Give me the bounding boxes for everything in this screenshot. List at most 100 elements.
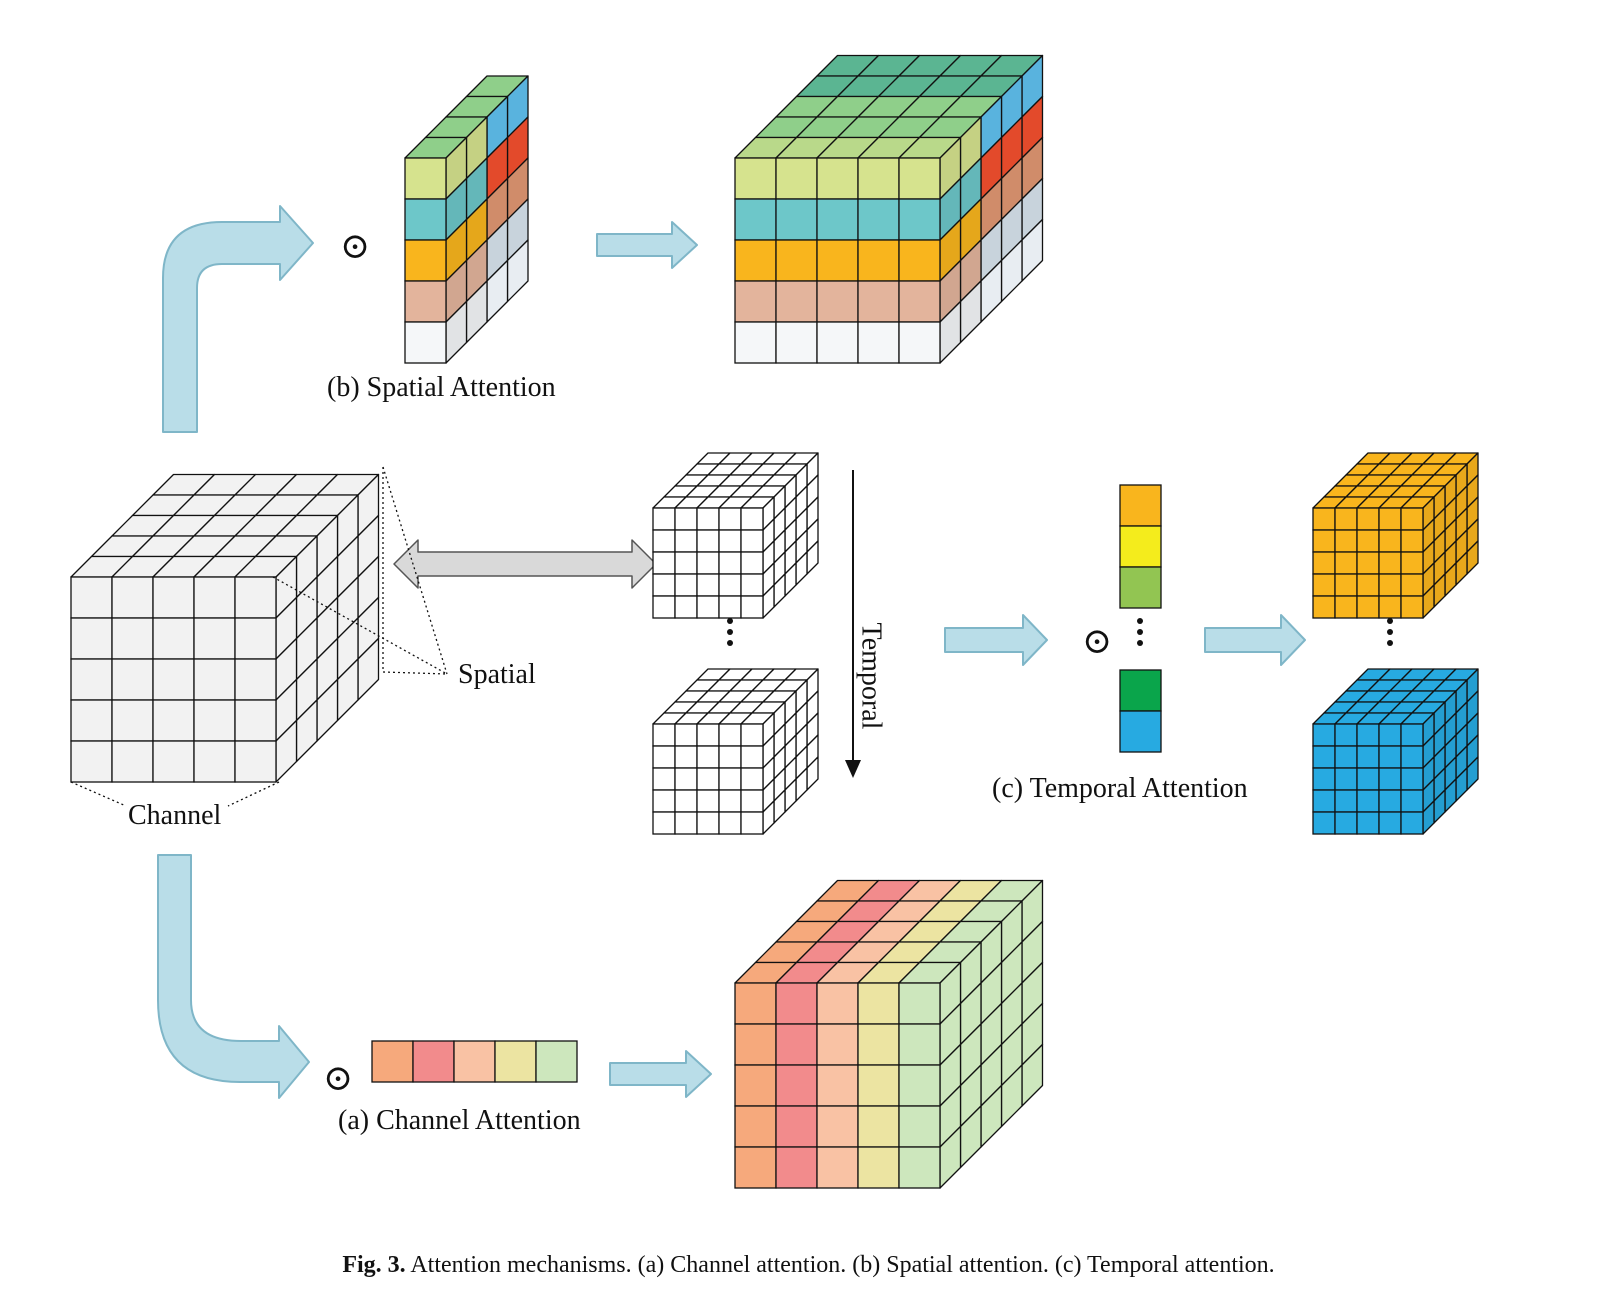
front-cell: [111, 658, 154, 701]
front-cell: [1334, 573, 1358, 597]
ellipsis-dot: [1387, 640, 1393, 646]
annotations: [70, 466, 1393, 807]
front-cell: [740, 789, 764, 813]
front-cell: [740, 507, 764, 531]
spatial-output-cube: [734, 54, 1044, 364]
front-cell: [775, 239, 818, 282]
ellipsis-dot: [1137, 629, 1143, 635]
dashed-leader: [382, 671, 448, 675]
front-cell: [111, 576, 154, 619]
front-cell: [1400, 529, 1424, 553]
front-cell: [111, 740, 154, 783]
front-cell: [1356, 811, 1380, 835]
odot-temporal: ⊙: [1082, 621, 1113, 661]
front-cell: [1378, 767, 1402, 791]
front-cell: [816, 239, 859, 282]
front-cell: [734, 1064, 777, 1107]
dashed-leader: [382, 466, 448, 675]
front-cell: [740, 723, 764, 747]
front-cell: [1378, 595, 1402, 619]
front-cell: [734, 157, 777, 200]
front-cell: [1334, 745, 1358, 769]
front-cell: [740, 767, 764, 791]
front-cell: [1356, 573, 1380, 597]
front-cell: [898, 239, 941, 282]
spatial-attention-map: [404, 75, 529, 364]
vector-cell: [1119, 710, 1162, 753]
front-cell: [775, 157, 818, 200]
front-cell: [674, 551, 698, 575]
front-cell: [734, 280, 777, 323]
input-cube: [70, 473, 380, 783]
front-cell: [816, 280, 859, 323]
temporal-output-cube-orange: [1312, 452, 1479, 619]
front-cell: [740, 595, 764, 619]
front-cell: [1356, 789, 1380, 813]
front-cell: [775, 280, 818, 323]
front-cell: [1378, 507, 1402, 531]
front-cell: [718, 551, 742, 575]
front-cell: [652, 745, 676, 769]
front-cell: [1356, 745, 1380, 769]
temporal-output-cube-blue: [1312, 668, 1479, 835]
front-cell: [193, 699, 236, 742]
vector-cell: [535, 1040, 578, 1083]
front-cell: [1378, 811, 1402, 835]
front-cell: [718, 723, 742, 747]
front-cell: [1312, 745, 1336, 769]
front-cell: [111, 617, 154, 660]
front-cell: [404, 321, 447, 364]
front-cell: [734, 1105, 777, 1148]
front-cell: [696, 767, 720, 791]
front-cell: [816, 198, 859, 241]
curved-arrow-to-channel: [157, 854, 310, 1099]
front-cell: [234, 576, 277, 619]
front-cell: [857, 321, 900, 364]
front-cell: [696, 507, 720, 531]
front-cell: [775, 1105, 818, 1148]
front-cell: [898, 1105, 941, 1148]
front-cell: [857, 239, 900, 282]
front-cell: [1356, 767, 1380, 791]
front-cell: [718, 767, 742, 791]
front-cell: [816, 321, 859, 364]
ellipsis-dot: [727, 629, 733, 635]
front-cell: [193, 658, 236, 701]
front-cell: [857, 280, 900, 323]
front-cell: [652, 529, 676, 553]
front-cell: [1378, 551, 1402, 575]
front-cell: [1334, 551, 1358, 575]
front-cell: [740, 811, 764, 835]
ellipsis-dot: [727, 618, 733, 624]
front-cell: [1312, 767, 1336, 791]
front-cell: [404, 157, 447, 200]
front-cell: [775, 198, 818, 241]
front-cell: [740, 551, 764, 575]
channel-attention-label: (a) Channel Attention: [338, 1105, 581, 1136]
front-cell: [775, 321, 818, 364]
front-cell: [70, 617, 113, 660]
front-cell: [1400, 789, 1424, 813]
front-cell: [898, 1146, 941, 1189]
front-cell: [898, 1064, 941, 1107]
temporal-axis-arrowhead: [845, 760, 861, 778]
channel-output-cube: [734, 879, 1044, 1189]
front-cell: [696, 811, 720, 835]
front-cell: [1312, 789, 1336, 813]
caption-text: Attention mechanisms. (a) Channel attent…: [410, 1252, 1275, 1278]
front-cell: [718, 573, 742, 597]
front-cell: [734, 982, 777, 1025]
front-cell: [674, 595, 698, 619]
front-cell: [404, 239, 447, 282]
vector-cell: [453, 1040, 496, 1083]
vector-cell: [1119, 484, 1162, 527]
front-cell: [898, 982, 941, 1025]
cubes: [70, 54, 1479, 1189]
vector-cell: [1119, 669, 1162, 712]
front-cell: [404, 198, 447, 241]
front-cell: [1356, 723, 1380, 747]
front-cell: [734, 321, 777, 364]
front-cell: [111, 699, 154, 742]
front-cell: [193, 617, 236, 660]
front-cell: [1334, 595, 1358, 619]
